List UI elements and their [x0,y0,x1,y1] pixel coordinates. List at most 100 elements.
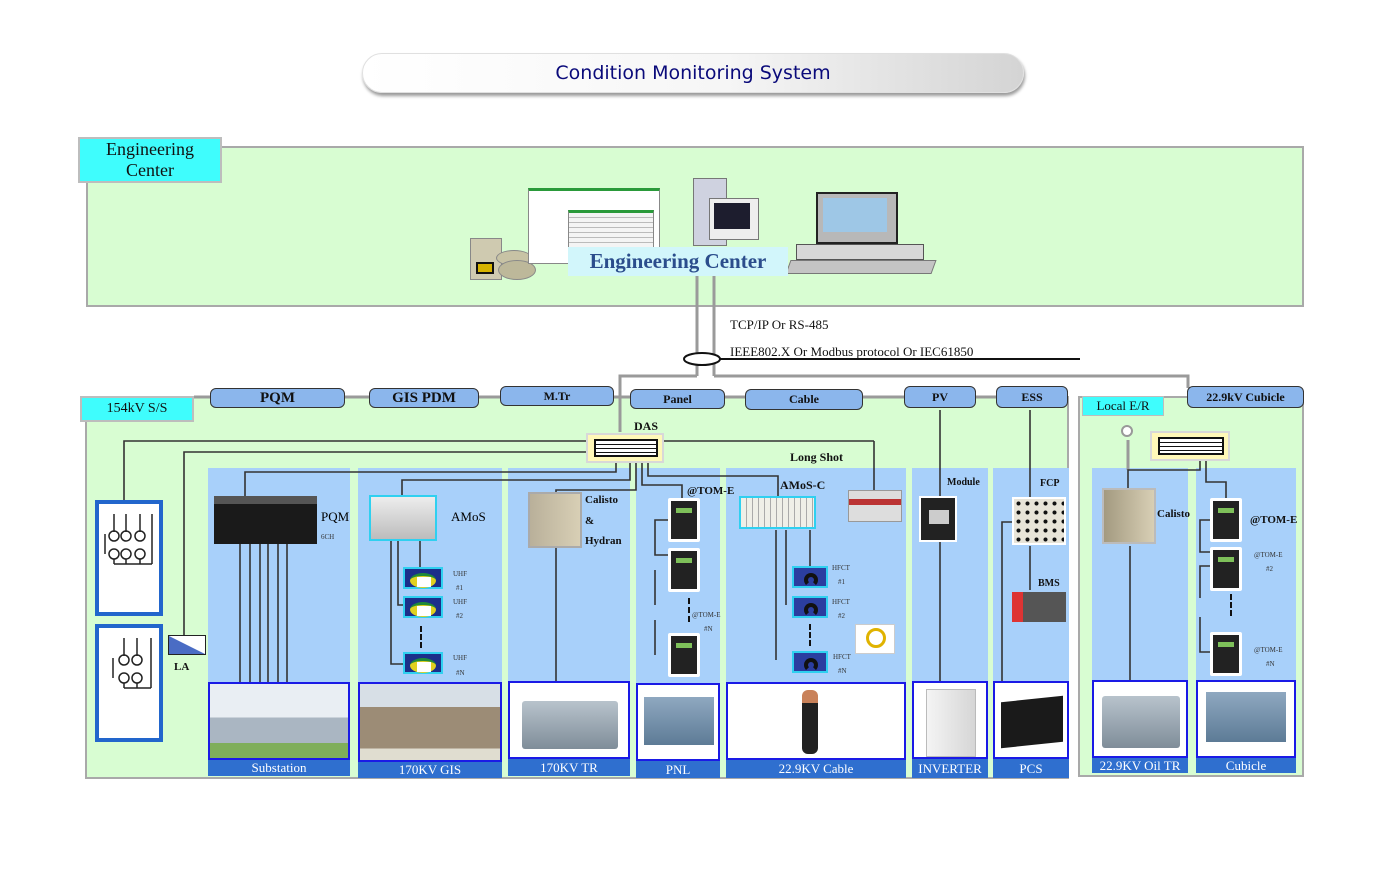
panel-tom-e-n-label: @TOM-E [692,611,721,619]
bms-label: BMS [1038,578,1060,589]
amos-device-icon [369,495,437,541]
substation-caption: Substation [208,760,350,776]
calisto-label: Calisto [585,494,618,506]
uhf-sensor-2-icon [403,596,443,618]
hfct-sensor-2-icon [792,596,828,618]
panel-tom-e-n-index: #N [704,625,713,633]
pcs-image [993,681,1069,759]
category-ess[interactable]: ESS [996,386,1068,408]
hfct-sensor-n-index: #N [838,667,847,675]
oil-tr-image [1092,680,1188,758]
panel-caption: PNL [636,761,720,778]
fcp-device-icon [1012,497,1066,545]
cubicle-tom-e-n-index: #N [1266,660,1275,668]
cubicle-tom-e-2-icon [1210,547,1242,591]
substation-image [208,682,350,760]
tom-e-2-icon [668,548,700,592]
ampersand-label: & [585,515,595,527]
category-22-9kv-cubicle[interactable]: 22.9kV Cubicle [1187,386,1304,408]
hfct-sensor-n-label: HFCT [833,653,851,661]
pv-module-icon [919,496,957,542]
cubicle-caption: Cubicle [1196,758,1296,773]
hfct-sensor-2-label: HFCT [832,598,850,606]
long-shot-label: Long Shot [790,450,844,464]
das-device-icon [586,433,664,463]
engineering-center-tag: Engineering Center [78,137,222,183]
panel-tom-e-label: @TOM-E [687,485,735,497]
category-mtr[interactable]: M.Tr [500,386,614,406]
amos-c-label: AMoS-C [780,478,826,492]
uhf-sensor-2-label: UHF [453,598,468,606]
tom-e-n-icon [668,633,700,677]
category-gis-pdm[interactable]: GIS PDM [369,388,479,408]
cable-image [726,682,906,760]
tom-e-continuation-dash [688,598,690,622]
hfct-sensor-1-index: #1 [838,578,845,586]
single-line-diagram-1 [95,500,163,616]
pcs-caption: PCS [993,759,1069,778]
gis-170kv-image [358,682,502,762]
uhf-continuation-dash [420,626,422,648]
inverter-caption: INVERTER [912,759,988,778]
long-shot-device-icon [848,490,902,522]
panel-image [636,683,720,761]
tr-170kv-caption: 170KV TR [508,759,630,776]
tr-170kv-image [508,681,630,759]
antenna-icon [1121,425,1133,437]
la-label: LA [174,661,190,673]
cubicle-continuation-dash [1230,594,1232,616]
single-line-diagram-2 [95,624,163,742]
workstation-icon [693,178,763,246]
substation-154kv-tag: 154kV S/S [80,396,194,422]
protocol-text-1: TCP/IP Or RS-485 [730,317,829,332]
uhf-sensor-1-label: UHF [453,570,468,578]
pqm-channels-label: 6CH [321,533,335,541]
page-title: Condition Monitoring System [362,53,1024,93]
pqm-device-label: PQM [321,509,350,524]
category-pqm[interactable]: PQM [210,388,345,408]
uhf-sensor-n-icon [403,652,443,674]
calisto-local-label: Calisto [1157,508,1190,520]
uhf-sensor-2-index: #2 [456,612,463,620]
cubicle-tom-e-1-icon [1210,498,1242,542]
hfct-sensor-2-index: #2 [838,612,845,620]
hfct-sensor-n-icon [792,651,828,673]
amos-c-device-icon [739,496,816,529]
hfct-continuation-dash [809,624,811,646]
database-server-icon [470,238,536,280]
amos-device-label: AMoS [451,509,486,524]
protocol-text-2: IEEE802.X Or Modbus protocol Or IEC61850 [730,344,974,359]
cable-caption: 22.9KV Cable [726,760,906,778]
category-panel[interactable]: Panel [630,389,725,409]
operator-pc-icon [785,192,937,276]
cubicle-image [1196,680,1296,758]
cubicle-tom-e-label: @TOM-E [1250,514,1298,526]
uhf-sensor-n-label: UHF [453,654,468,662]
pqm-device-icon [214,496,317,544]
uhf-sensor-1-index: #1 [456,584,463,592]
das-label: DAS [634,419,659,433]
cubicle-tom-e-2-label: @TOM-E [1254,551,1283,559]
inverter-image [912,681,988,759]
local-das-device-icon [1150,431,1230,461]
fcp-label: FCP [1040,478,1060,489]
calisto-local-device-icon [1102,488,1156,544]
uhf-sensor-1-icon [403,567,443,589]
module-label: Module [947,477,980,488]
tom-e-1-icon [668,498,700,542]
sensor-coil-icon [855,624,895,654]
category-cable[interactable]: Cable [745,389,863,410]
oil-tr-caption: 22.9KV Oil TR [1092,758,1188,773]
local-er-tag: Local E/R [1082,396,1164,416]
bms-device-icon [1012,592,1066,622]
calisto-hydran-device-icon [528,492,582,548]
cubicle-tom-e-2-index: #2 [1266,565,1273,573]
cubicle-tom-e-n-label: @TOM-E [1254,646,1283,654]
category-pv[interactable]: PV [904,386,976,408]
hfct-sensor-1-label: HFCT [832,564,850,572]
engineering-center-region [86,146,1304,307]
cubicle-tom-e-n-icon [1210,632,1242,676]
engineering-center-label: Engineering Center [568,247,788,276]
lightning-arrester-icon [168,635,206,655]
